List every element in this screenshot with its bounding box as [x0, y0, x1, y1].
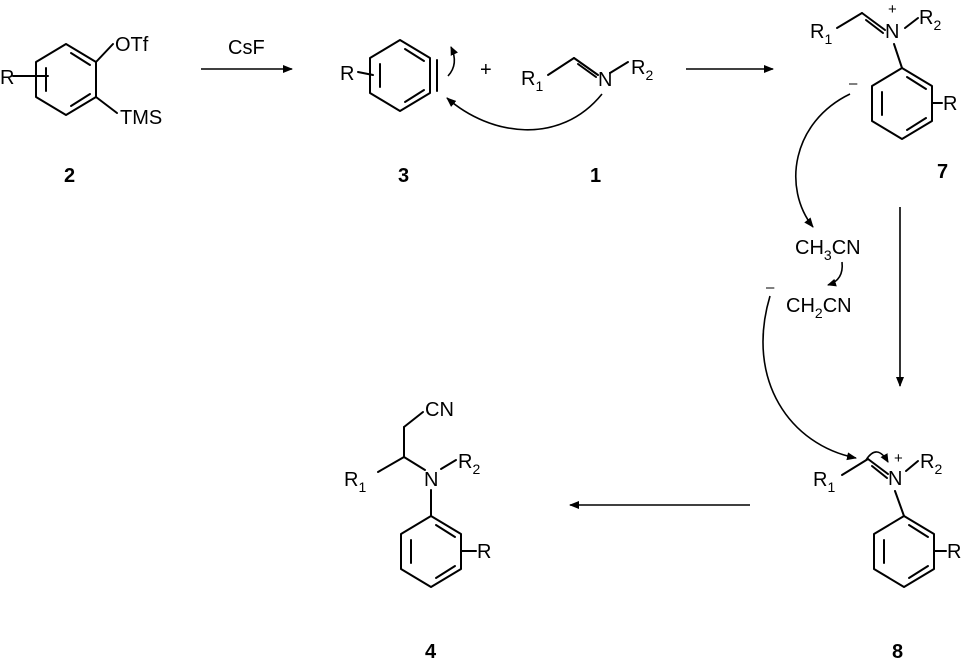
curved-arrow-aryne-bond [447, 46, 459, 77]
r2-label: R2 [920, 451, 942, 477]
r1-label: R1 [810, 21, 832, 47]
r-substituent-label: R [477, 541, 491, 563]
positive-charge: + [888, 1, 897, 18]
compound-7-number: 7 [937, 161, 948, 183]
curved-arrow-pi-bond-shift [865, 451, 889, 463]
compound-2-structure: OTf TMS R [0, 34, 162, 129]
cyanomethyl-anion-formula: CH2CN [786, 295, 852, 321]
curved-arrow-nucleophilic-attack [762, 295, 857, 461]
tms-label: TMS [120, 107, 162, 129]
reagent-csf: CsF [228, 37, 265, 59]
r-substituent-label: R [340, 63, 354, 85]
r2-label: R2 [631, 57, 653, 83]
acetonitrile-formula: CH3CN [795, 237, 861, 263]
r-substituent-label: R [0, 67, 14, 89]
compound-4-product-structure: N CN R1 R2 R [344, 399, 491, 588]
r1-label: R1 [344, 469, 366, 495]
iminium-nitrogen-label: N [888, 468, 902, 490]
r-substituent-label: R [947, 541, 961, 563]
compound-7-zwitterion-structure: N + R1 R2 R – [810, 1, 957, 140]
r1-label: R1 [813, 469, 835, 495]
r2-label: R2 [919, 7, 941, 33]
compound-8-iminium-structure: N + R1 R2 R [813, 450, 961, 588]
compound-1-imine-structure: N R1 R2 [521, 57, 653, 94]
negative-charge: – [766, 279, 775, 296]
curved-arrow-nitrogen-attack [446, 93, 603, 131]
compound-3-number: 3 [398, 165, 409, 187]
curved-arrow-cyanomethyl-formation [827, 261, 844, 287]
negative-charge: – [849, 75, 858, 92]
amine-nitrogen-label: N [424, 469, 438, 491]
compound-2-number: 2 [64, 165, 75, 187]
otf-label: OTf [115, 34, 149, 56]
iminium-nitrogen-label: N [885, 21, 899, 43]
curved-arrow-deprotonation [794, 93, 851, 228]
plus-sign: + [480, 59, 492, 81]
compound-4-number: 4 [425, 641, 437, 662]
r-substituent-label: R [943, 93, 957, 115]
compound-1-number: 1 [590, 165, 601, 187]
nitrile-label: CN [425, 399, 454, 421]
compound-3-aryne-structure: R [340, 39, 438, 112]
r2-label: R2 [458, 451, 480, 477]
positive-charge: + [894, 450, 903, 467]
r1-label: R1 [521, 68, 543, 94]
compound-8-number: 8 [892, 641, 903, 662]
imine-nitrogen-label: N [598, 69, 612, 91]
